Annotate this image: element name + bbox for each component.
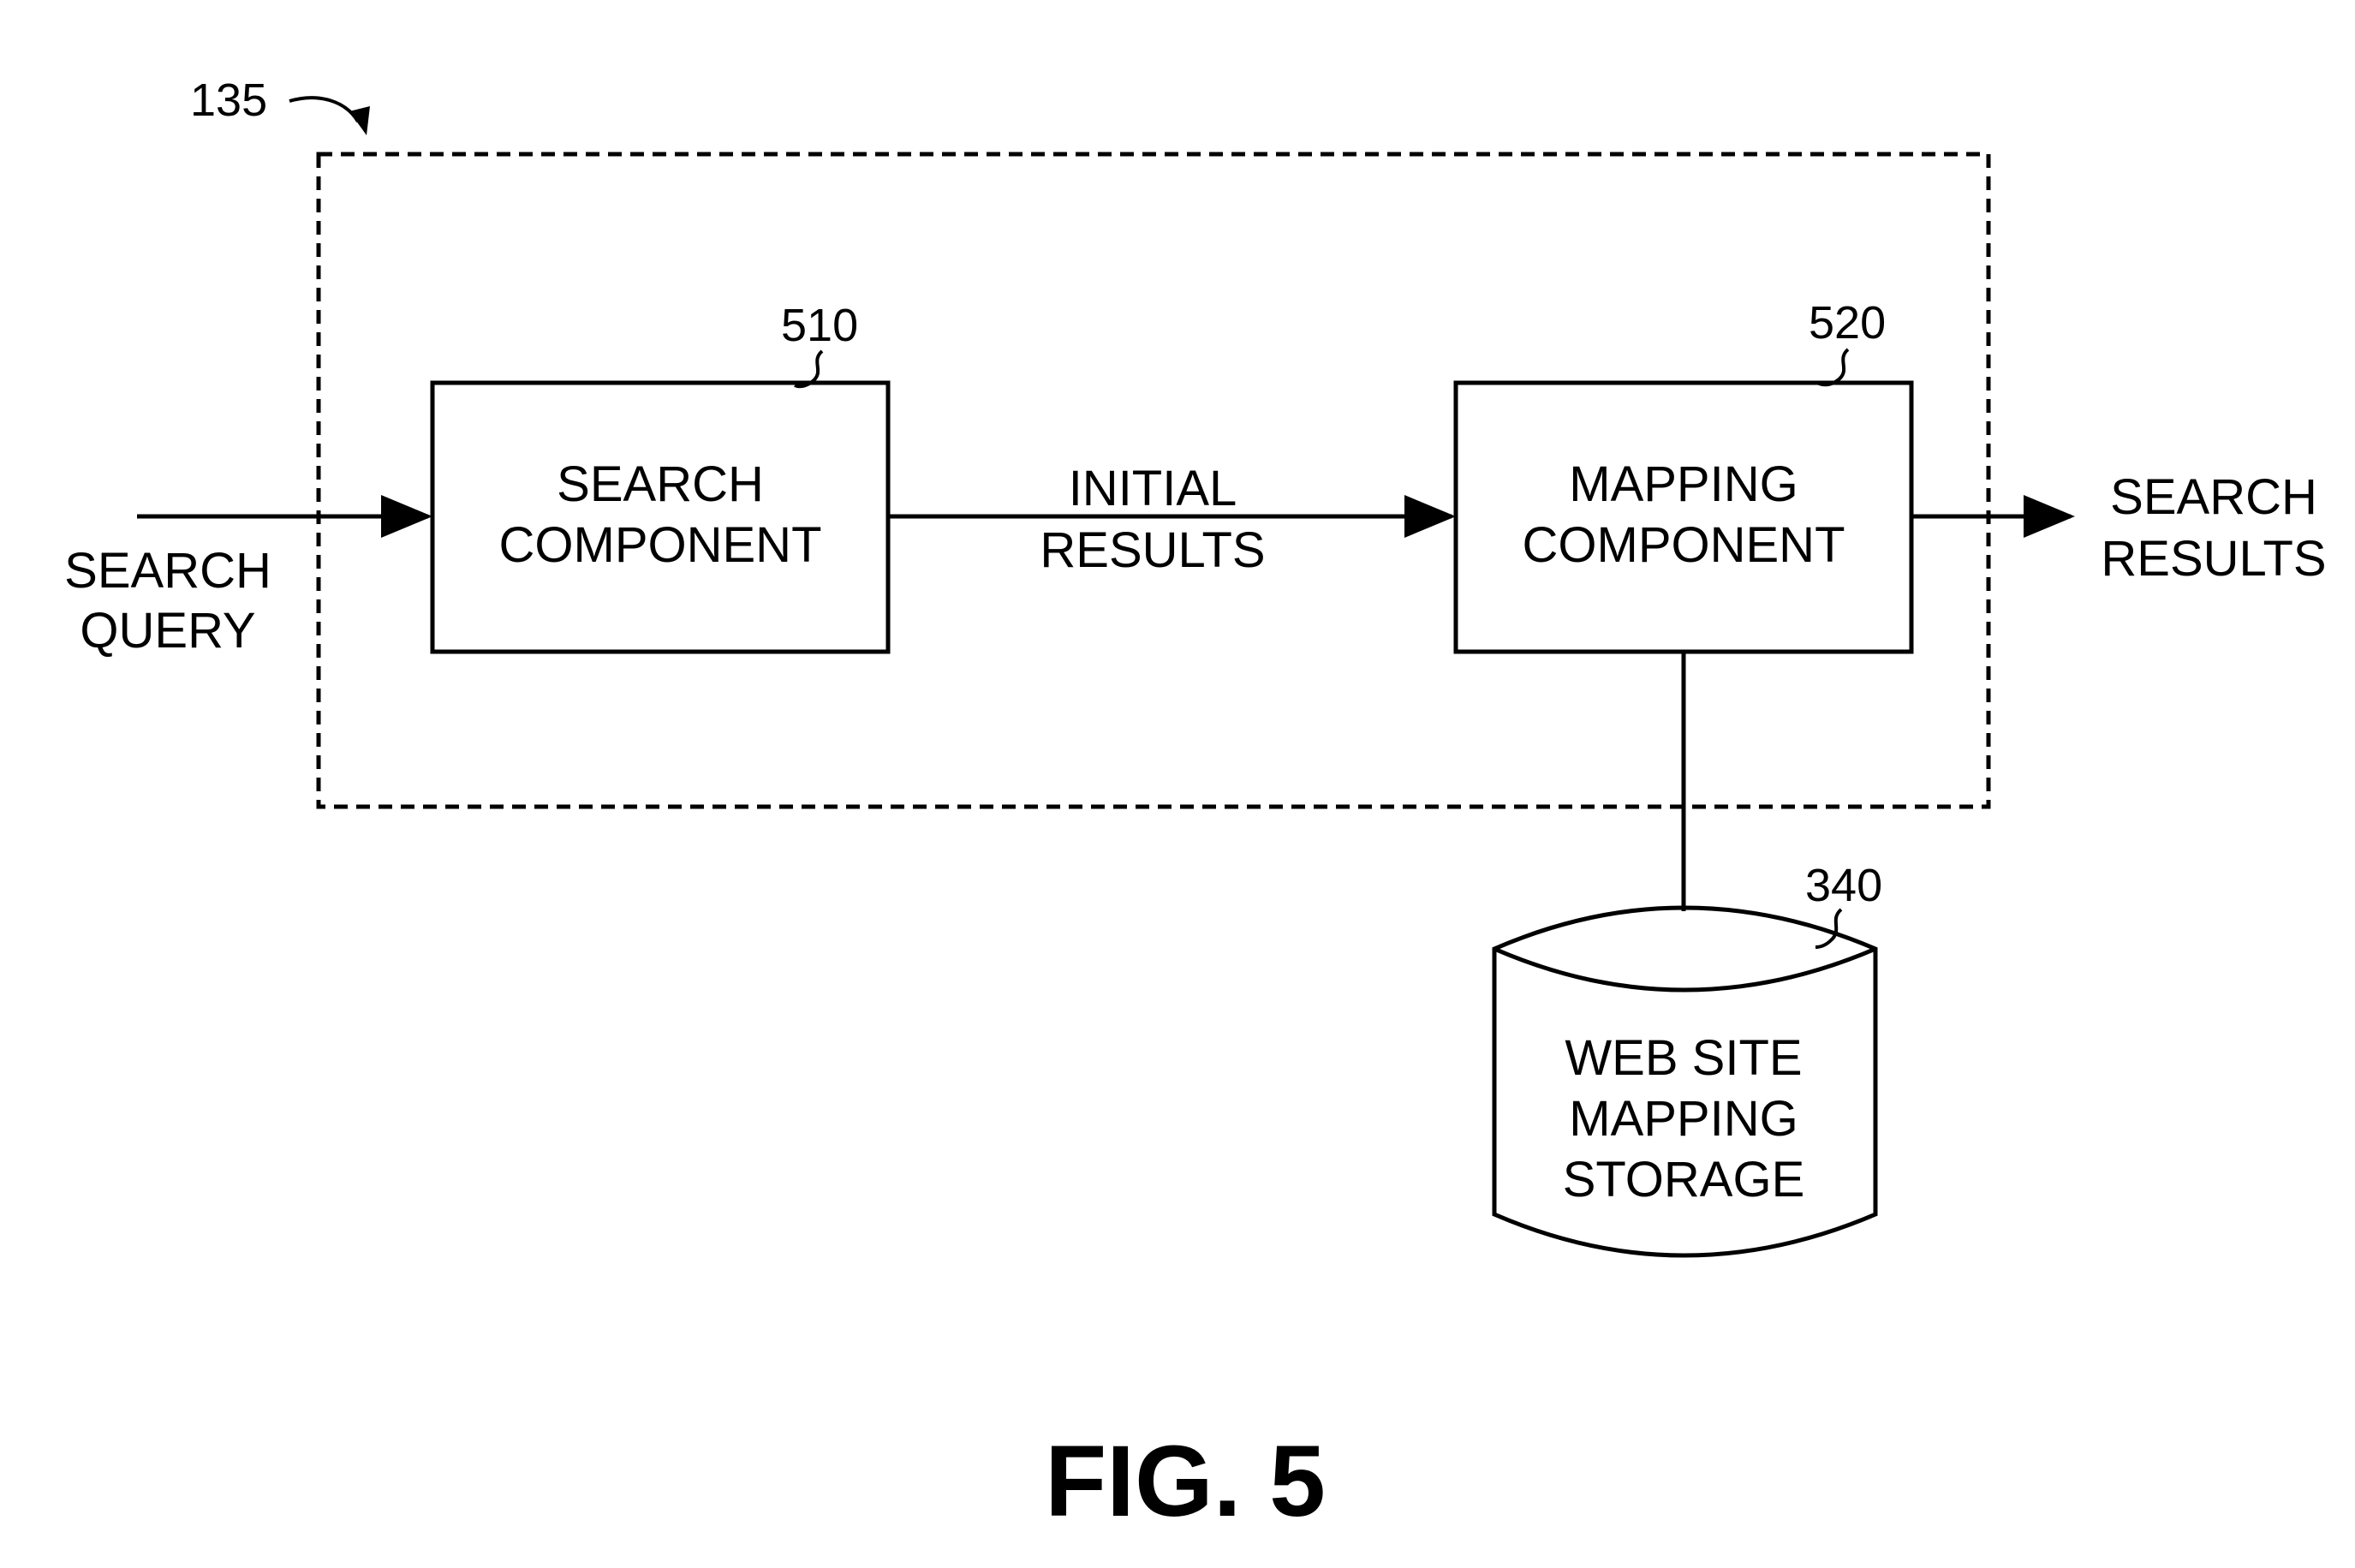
search-component-ref: 510 <box>781 300 858 351</box>
storage-ref-leader <box>1815 908 1843 949</box>
search-query-label-line1: SEARCH <box>64 543 271 599</box>
figure-caption: FIG. 5 <box>1045 1425 1326 1538</box>
storage-label-line3: STORAGE <box>1563 1152 1805 1207</box>
search-component-ref-leader <box>794 349 824 389</box>
system-ref-leader <box>289 96 360 123</box>
search-results-label-line1: SEARCH <box>2110 469 2317 525</box>
mapping-component-label-line1: MAPPING <box>1569 456 1798 512</box>
initial-results-label-line2: RESULTS <box>1040 522 1265 578</box>
system-ref-label: 135 <box>190 75 267 126</box>
system-ref-arrowhead <box>349 106 370 135</box>
storage-label-line1: WEB SITE <box>1565 1030 1802 1086</box>
storage-cylinder-top-rim <box>1493 946 1876 993</box>
storage-cylinder <box>1492 905 1878 1258</box>
storage-ref: 340 <box>1805 860 1882 911</box>
mapping-component-ref: 520 <box>1809 297 1886 349</box>
search-component-label-line2: COMPONENT <box>499 517 822 573</box>
system-boundary <box>316 152 1991 809</box>
search-component-label-line1: SEARCH <box>557 456 764 512</box>
search-results-label-line2: RESULTS <box>2101 531 2326 587</box>
initial-results-label-line1: INITIAL <box>1069 461 1237 516</box>
storage-label-line2: MAPPING <box>1569 1091 1798 1147</box>
search-query-label-line2: QUERY <box>80 603 255 659</box>
mapping-component-label-line2: COMPONENT <box>1523 517 1845 573</box>
mapping-component-ref-leader <box>1818 348 1850 387</box>
